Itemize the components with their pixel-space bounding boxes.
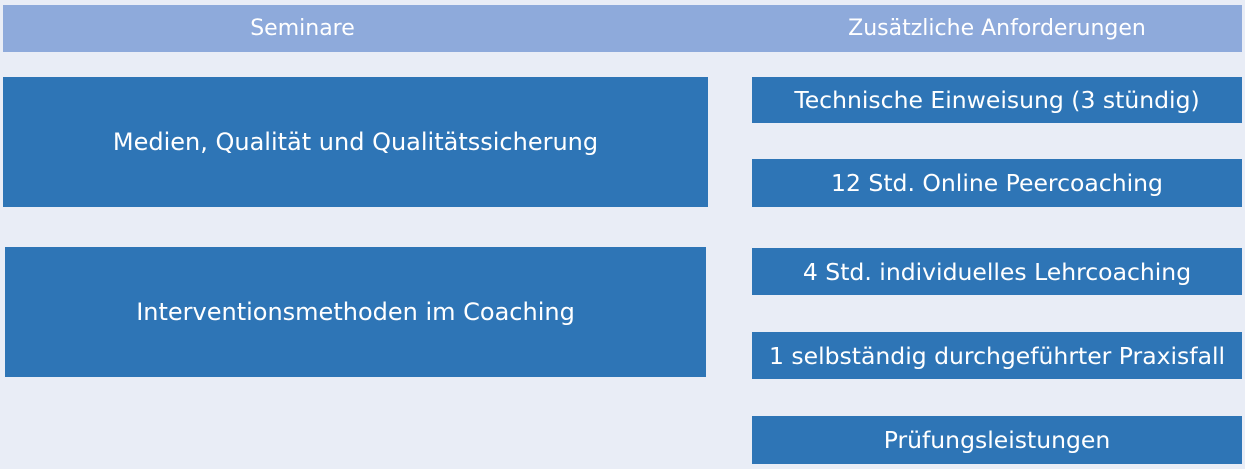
seminare-header: Seminare [250,16,355,41]
requirement-box-pruefungsleistungen: Prüfungsleistungen [752,416,1242,464]
seminar-box-interventionsmethoden: Interventionsmethoden im Coaching [5,247,706,377]
requirement-box-lehrcoaching: 4 Std. individuelles Lehrcoaching [752,248,1242,295]
requirement-box-praxisfall: 1 selbständig durchgeführter Praxisfall [752,332,1242,379]
seminar-box-medien: Medien, Qualität und Qualitätssicherung [3,77,708,207]
requirement-box-technische-einweisung: Technische Einweisung (3 stündig) [752,77,1242,123]
requirement-box-peercoaching: 12 Std. Online Peercoaching [752,159,1242,207]
header-bar: Seminare Zusätzliche Anforderungen [3,5,1242,52]
zusaetzliche-anforderungen-header: Zusätzliche Anforderungen [848,16,1146,41]
